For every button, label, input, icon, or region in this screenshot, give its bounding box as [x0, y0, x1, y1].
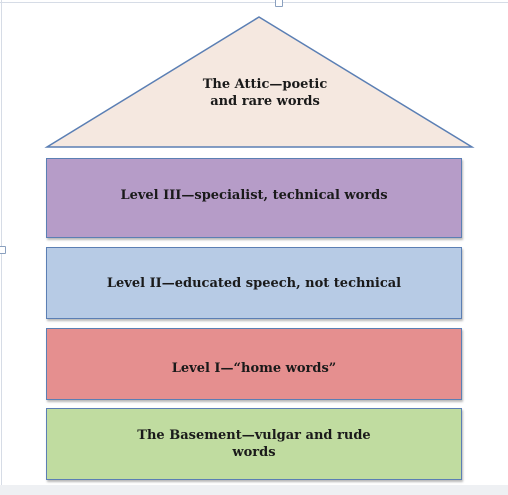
resize-handle-top[interactable]	[275, 0, 283, 7]
level-two-box[interactable]: Level II—educated speech, not technical	[46, 247, 462, 319]
level-three-label: Level III—specialist, technical words	[120, 187, 388, 203]
attic-label: The Attic—poetic and rare words	[180, 76, 350, 110]
attic-triangle[interactable]	[0, 0, 508, 160]
basement-label: The Basement—vulgar and rude words	[137, 427, 370, 461]
attic-label-line-1: The Attic—poetic	[202, 77, 328, 92]
attic-shape	[44, 16, 475, 148]
bottom-strip	[0, 485, 508, 495]
resize-handle-left[interactable]	[0, 246, 6, 254]
level-three-box[interactable]: Level III—specialist, technical words	[46, 158, 462, 238]
basement-label-line-1: The Basement—vulgar and rude	[137, 428, 371, 443]
level-one-label: Level I—“home words”	[171, 360, 337, 376]
selection-border-top	[0, 2, 508, 3]
attic-label-line-2: and rare words	[210, 94, 320, 109]
level-two-label: Level II—educated speech, not technical	[106, 275, 402, 291]
level-one-box[interactable]: Level I—“home words”	[46, 328, 462, 400]
basement-box[interactable]: The Basement—vulgar and rude words	[46, 408, 462, 480]
basement-label-line-2: words	[232, 445, 276, 460]
